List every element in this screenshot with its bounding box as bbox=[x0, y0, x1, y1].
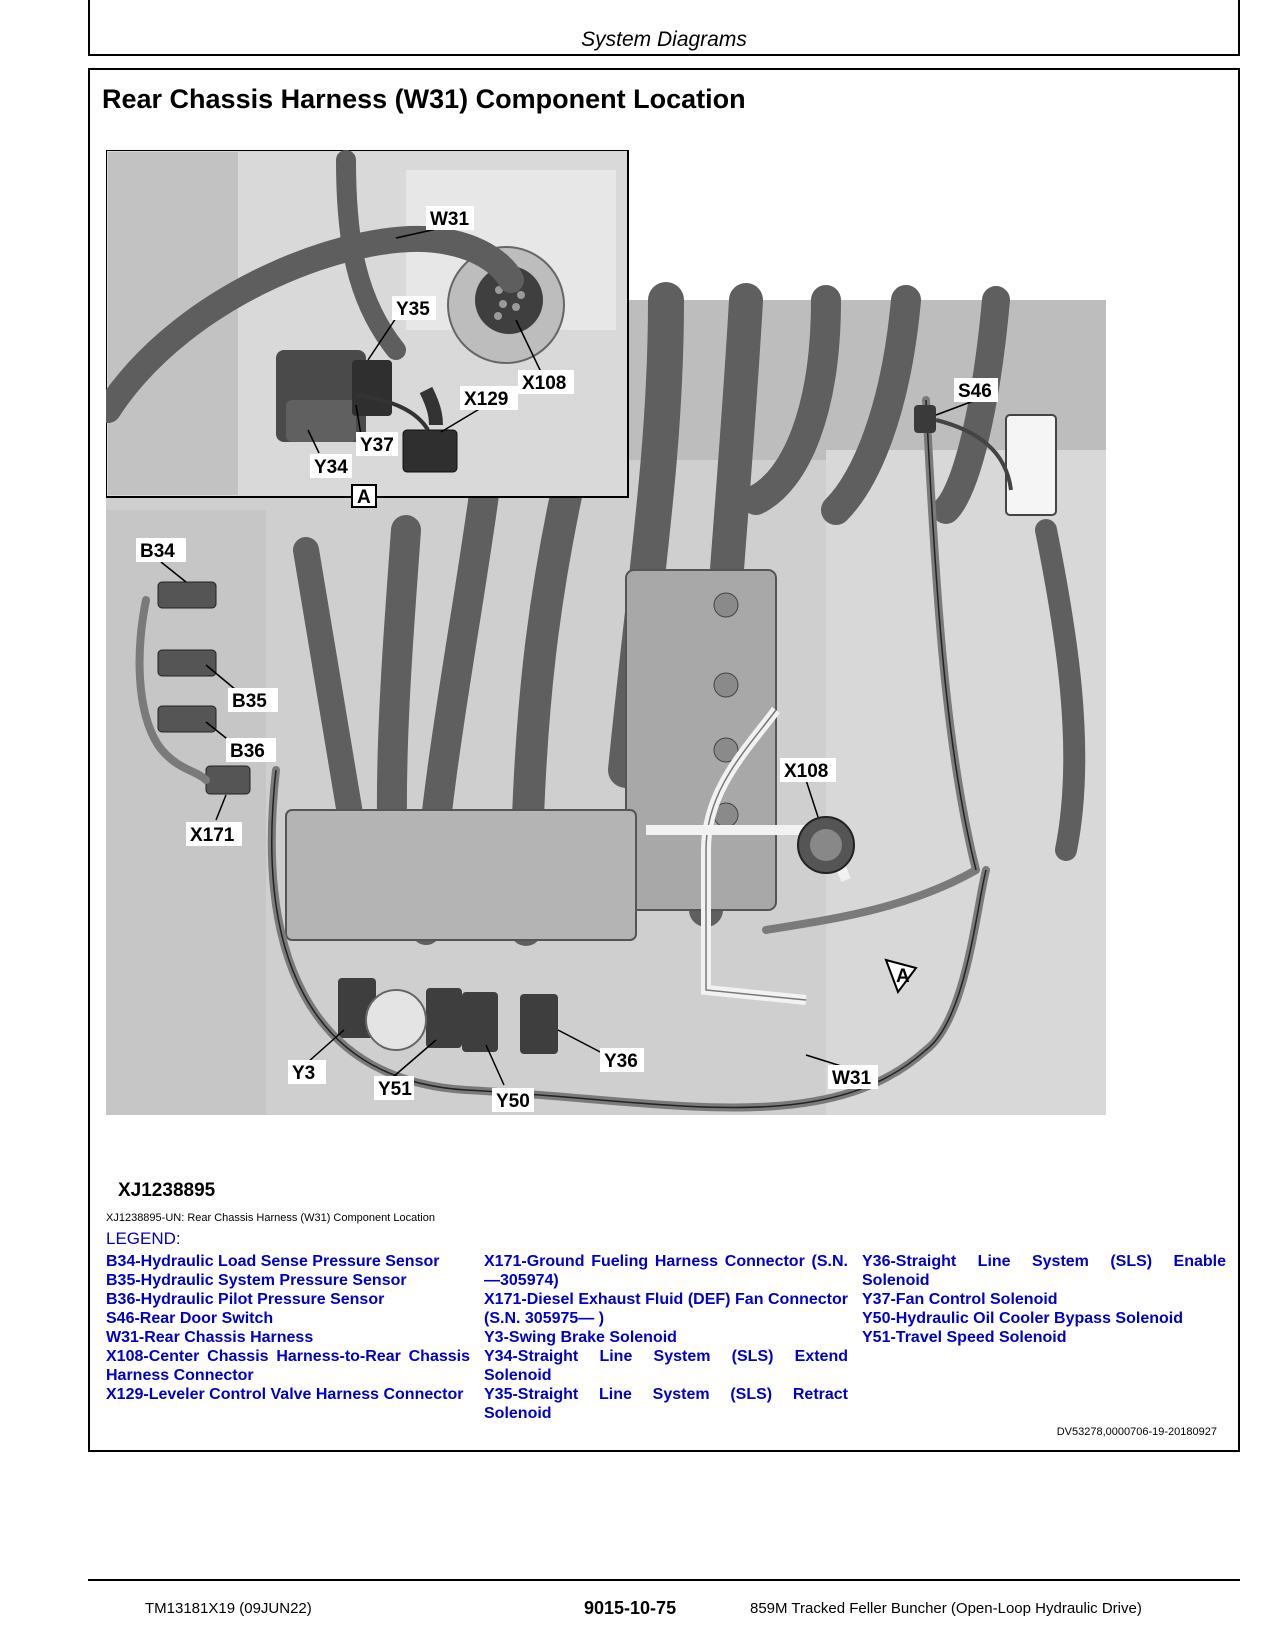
view-marker-label: A bbox=[896, 966, 910, 987]
legend-column-1: B34-Hydraulic Load Sense Pressure Sensor… bbox=[106, 1252, 470, 1404]
callout-x129: X129 bbox=[464, 389, 508, 410]
callout-x108-main: X108 bbox=[784, 761, 828, 782]
callout-w31-main: W31 bbox=[832, 1068, 872, 1089]
legend-item: S46-Rear Door Switch bbox=[106, 1310, 274, 1327]
figure-id: XJ1238895 bbox=[118, 1180, 216, 1201]
legend-item: Y50-Hydraulic Oil Cooler Bypass Solenoid bbox=[862, 1310, 1183, 1327]
document-reference: DV53278,0000706-19-20180927 bbox=[1056, 1426, 1217, 1438]
legend-item: Y36-Straight Line System (SLS) Enable So… bbox=[862, 1253, 1226, 1289]
legend-item: Y3-Swing Brake Solenoid bbox=[484, 1329, 677, 1346]
footer-machine-name: 859M Tracked Feller Buncher (Open-Loop H… bbox=[750, 1600, 1142, 1617]
s46-switch bbox=[1005, 414, 1057, 516]
content-frame bbox=[88, 68, 1240, 1452]
callout-s46: S46 bbox=[958, 381, 992, 402]
legend-item: B35-Hydraulic System Pressure Sensor bbox=[106, 1272, 407, 1289]
legend-item: B36-Hydraulic Pilot Pressure Sensor bbox=[106, 1291, 385, 1308]
header-frame bbox=[88, 0, 1240, 56]
legend-item: Y37-Fan Control Solenoid bbox=[862, 1291, 1058, 1308]
callout-b35: B35 bbox=[232, 691, 267, 712]
legend-item: Y51-Travel Speed Solenoid bbox=[862, 1329, 1067, 1346]
view-marker bbox=[884, 958, 918, 995]
legend-item: X108-Center Chassis Harness-to-Rear Chas… bbox=[106, 1348, 470, 1384]
callout-x171: X171 bbox=[190, 825, 235, 846]
component-location-figure: A A bbox=[106, 150, 1162, 1170]
callout-y34: Y34 bbox=[314, 457, 348, 478]
callout-b36: B36 bbox=[230, 741, 265, 762]
legend-item: B34-Hydraulic Load Sense Pressure Sensor bbox=[106, 1253, 440, 1270]
legend-item: X171-Ground Fueling Harness Connector (S… bbox=[484, 1253, 848, 1289]
page-title: Rear Chassis Harness (W31) Component Loc… bbox=[102, 84, 746, 114]
legend-item: Y35-Straight Line System (SLS) Retract S… bbox=[484, 1386, 848, 1422]
callout-y50: Y50 bbox=[496, 1091, 530, 1112]
figure-caption: XJ1238895-UN: Rear Chassis Harness (W31)… bbox=[106, 1212, 435, 1224]
callout-y35: Y35 bbox=[396, 299, 430, 320]
legend-title: LEGEND: bbox=[106, 1229, 181, 1248]
solenoid-manifold bbox=[285, 809, 637, 941]
legend-column-2: X171-Ground Fueling Harness Connector (S… bbox=[484, 1252, 848, 1423]
callout-y3: Y3 bbox=[292, 1063, 315, 1084]
legend-column-3: Y36-Straight Line System (SLS) Enable So… bbox=[862, 1252, 1226, 1347]
legend-item: Y34-Straight Line System (SLS) Extend So… bbox=[484, 1348, 848, 1384]
section-header: System Diagrams bbox=[581, 28, 747, 51]
left-sensors bbox=[157, 581, 251, 795]
callout-y36: Y36 bbox=[604, 1051, 638, 1072]
footer-page-number: 9015-10-75 bbox=[584, 1598, 677, 1618]
legend-item: X171-Diesel Exhaust Fluid (DEF) Fan Conn… bbox=[484, 1291, 848, 1327]
callout-w31-inset: W31 bbox=[430, 209, 470, 230]
legend-item: X129-Leveler Control Valve Harness Conne… bbox=[106, 1386, 464, 1403]
callout-b34: B34 bbox=[140, 541, 175, 562]
inset-label: A bbox=[357, 487, 371, 508]
footer-manual-id: TM13181X19 (09JUN22) bbox=[145, 1600, 312, 1617]
callout-y37: Y37 bbox=[360, 435, 394, 456]
inset-detail: A bbox=[106, 150, 629, 508]
callout-y51: Y51 bbox=[378, 1079, 412, 1100]
legend-item: W31-Rear Chassis Harness bbox=[106, 1329, 314, 1346]
footer-rule bbox=[88, 1579, 1240, 1581]
callout-x108-inset: X108 bbox=[522, 373, 566, 394]
